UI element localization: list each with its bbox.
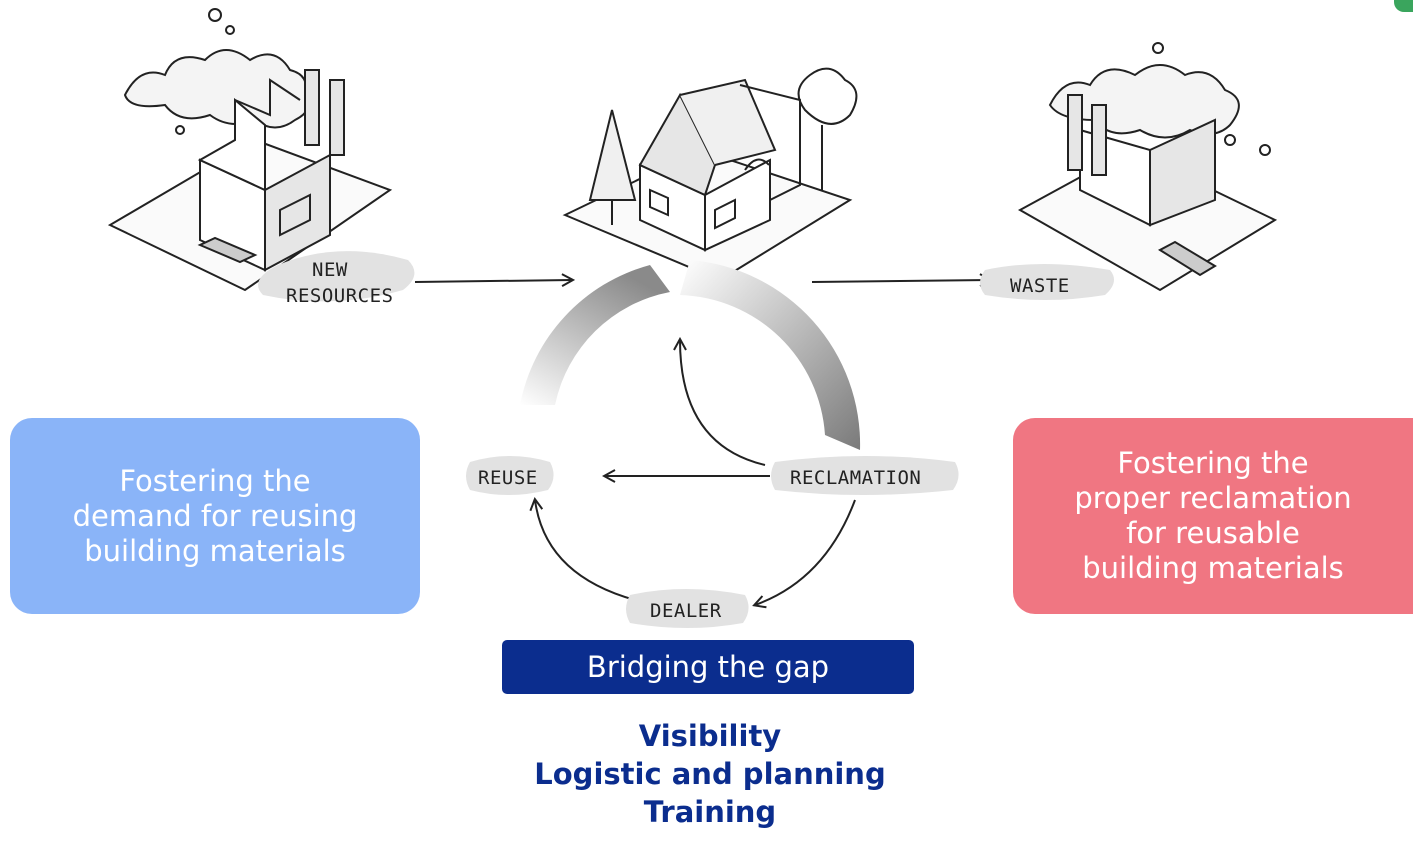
reclamation-box-line3: for reusable	[1126, 516, 1300, 550]
label-reuse: REUSE	[478, 467, 538, 489]
flow-arrows	[414, 280, 990, 605]
label-new-resources-line1: NEW	[312, 259, 348, 281]
reclamation-box-line4: building materials	[1082, 551, 1344, 585]
label-bg-dealer	[626, 589, 749, 628]
label-bg-reuse	[466, 456, 554, 495]
point-training: Training	[643, 795, 777, 829]
demand-box-line1: Fostering the	[119, 463, 311, 498]
key-points: Visibility Logistic and planning Trainin…	[470, 717, 950, 831]
demand-box-line3: building materials	[84, 533, 346, 568]
label-waste: WASTE	[1010, 275, 1070, 297]
factory-right-icon	[1017, 42, 1278, 292]
demand-box-line2: demand for reusing	[72, 498, 358, 533]
house-icon	[562, 78, 853, 282]
label-reclamation: RECLAMATION	[790, 467, 921, 489]
point-visibility: Visibility	[638, 719, 782, 753]
factory-left-icon	[107, 8, 393, 292]
reclamation-box-line1: Fostering the	[1117, 446, 1309, 480]
reclamation-box-line2: proper reclamation	[1074, 481, 1352, 515]
tree-icon	[588, 67, 858, 225]
demand-box: Fostering the demand for reusing buildin…	[10, 418, 420, 614]
arc-left	[520, 265, 670, 405]
bridge-banner: Bridging the gap	[502, 640, 914, 694]
reclamation-box: Fostering the proper reclamation for reu…	[1013, 418, 1413, 614]
label-dealer: DEALER	[650, 600, 722, 622]
label-bg-reclamation	[771, 456, 959, 495]
corner-badge	[1394, 0, 1413, 12]
label-bg-new-resources	[258, 251, 415, 302]
label-new-resources-line2: RESOURCES	[286, 285, 393, 307]
label-bg-waste	[980, 264, 1114, 300]
arc-right	[680, 260, 861, 450]
point-logistic: Logistic and planning	[534, 757, 886, 791]
